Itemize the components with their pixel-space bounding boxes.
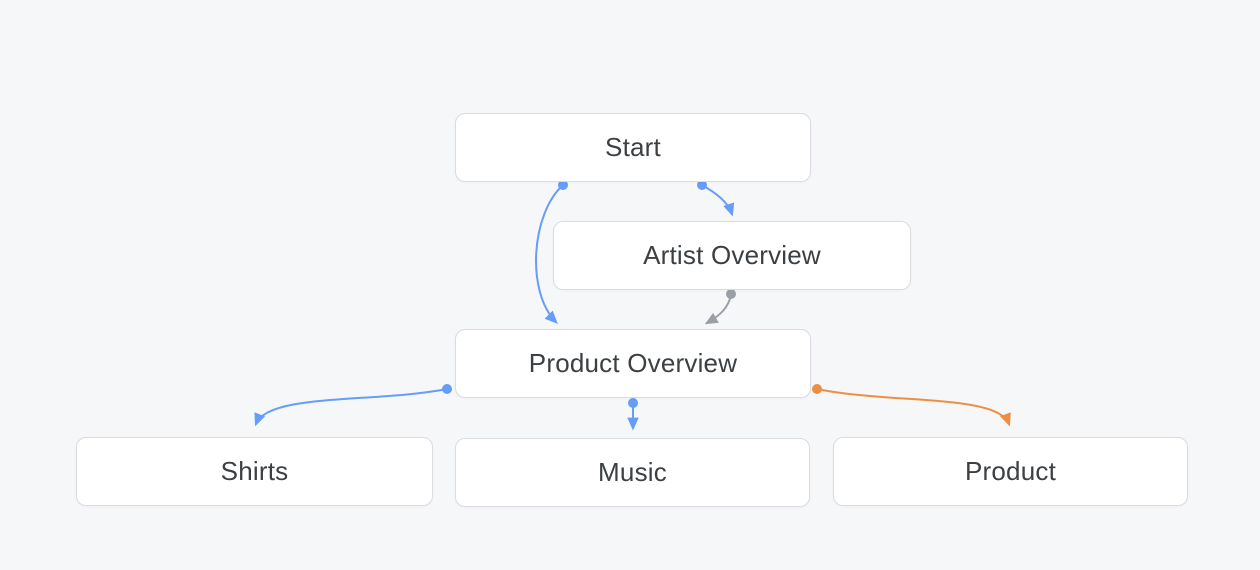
edge-product-overview-to-product [816, 388, 1011, 427]
node-product[interactable]: Product [833, 437, 1188, 506]
edge-artist-overview-to-product-overview [704, 293, 732, 325]
node-product-overview-label: Product Overview [528, 348, 738, 378]
edge-start-to-artist-overview [701, 184, 735, 217]
node-shirts-label: Shirts [220, 456, 289, 486]
edge-source-dot-product-overview-left [442, 384, 452, 394]
edge-source-dot-artist-overview [726, 289, 736, 299]
node-start[interactable]: Start [455, 113, 811, 182]
edge-product-overview-to-shirts [254, 388, 448, 427]
node-music-label: Music [598, 457, 667, 487]
edge-source-dot-product-overview-right [812, 384, 822, 394]
node-artist-overview[interactable]: Artist Overview [553, 221, 911, 290]
node-product-overview[interactable]: Product Overview [455, 329, 811, 398]
node-start-label: Start [605, 132, 661, 162]
node-product-label: Product [964, 456, 1056, 486]
node-shirts[interactable]: Shirts [76, 437, 433, 506]
edge-start-to-product-overview [535, 184, 564, 324]
edge-source-dot-start-left [558, 180, 568, 190]
node-music[interactable]: Music [455, 438, 810, 507]
edge-source-dot-start-right [697, 180, 707, 190]
edge-source-dot-product-overview-bottom [628, 398, 638, 408]
node-artist-overview-label: Artist Overview [643, 240, 821, 270]
